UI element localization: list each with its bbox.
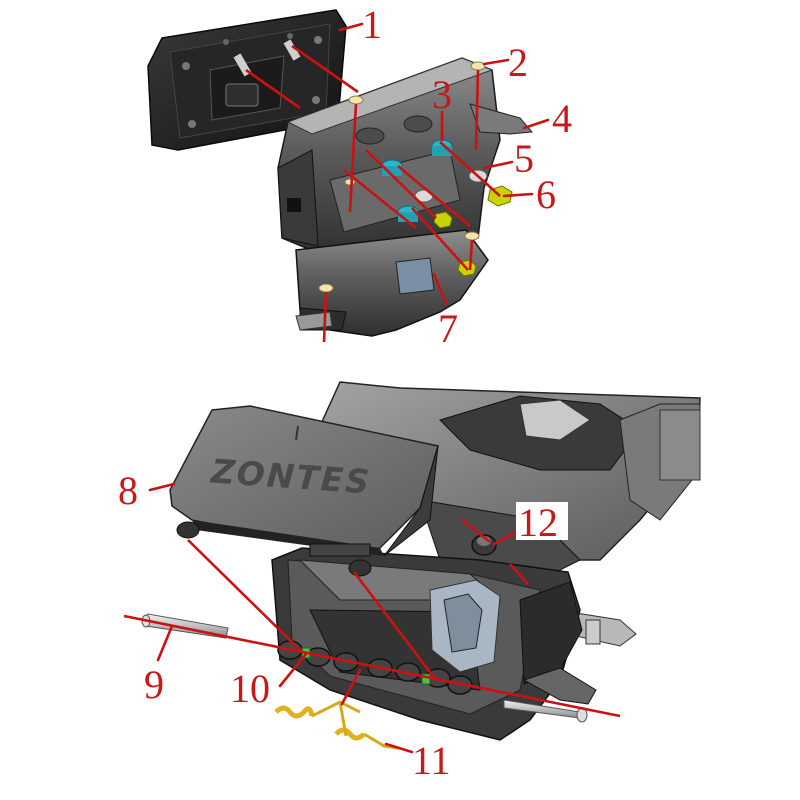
callout-8: 8: [118, 468, 138, 513]
callout-7: 7: [438, 306, 458, 351]
callout-numbers: 1 2 3 4 5 6 7 8 9 10 11 12: [118, 2, 572, 783]
screws: [318, 61, 486, 293]
callout-9: 9: [144, 662, 164, 707]
callout-12: 12: [518, 500, 558, 545]
top-axis-lines: [245, 44, 501, 343]
bottom-axis-lines: [123, 518, 621, 718]
callout-2: 2: [508, 40, 528, 85]
callout-leaders: [148, 22, 550, 754]
callout-3: 3: [432, 72, 452, 117]
callout-6: 6: [536, 172, 556, 217]
part-11-torsion-spring: [274, 700, 399, 750]
tool-box-housing: [271, 547, 597, 741]
bottom-assembly: ZONTES: [123, 381, 701, 750]
top-assembly: [147, 9, 534, 343]
part-1-plate-bracket: [147, 9, 347, 151]
callout-10: 10: [230, 666, 270, 711]
callout-1: 1: [362, 2, 382, 47]
callout-5: 5: [514, 136, 534, 181]
part-8-cover-lid: ZONTES: [169, 405, 439, 577]
callout-4: 4: [552, 96, 572, 141]
callout-11: 11: [412, 738, 451, 783]
part-4-main-housing: [277, 57, 534, 337]
